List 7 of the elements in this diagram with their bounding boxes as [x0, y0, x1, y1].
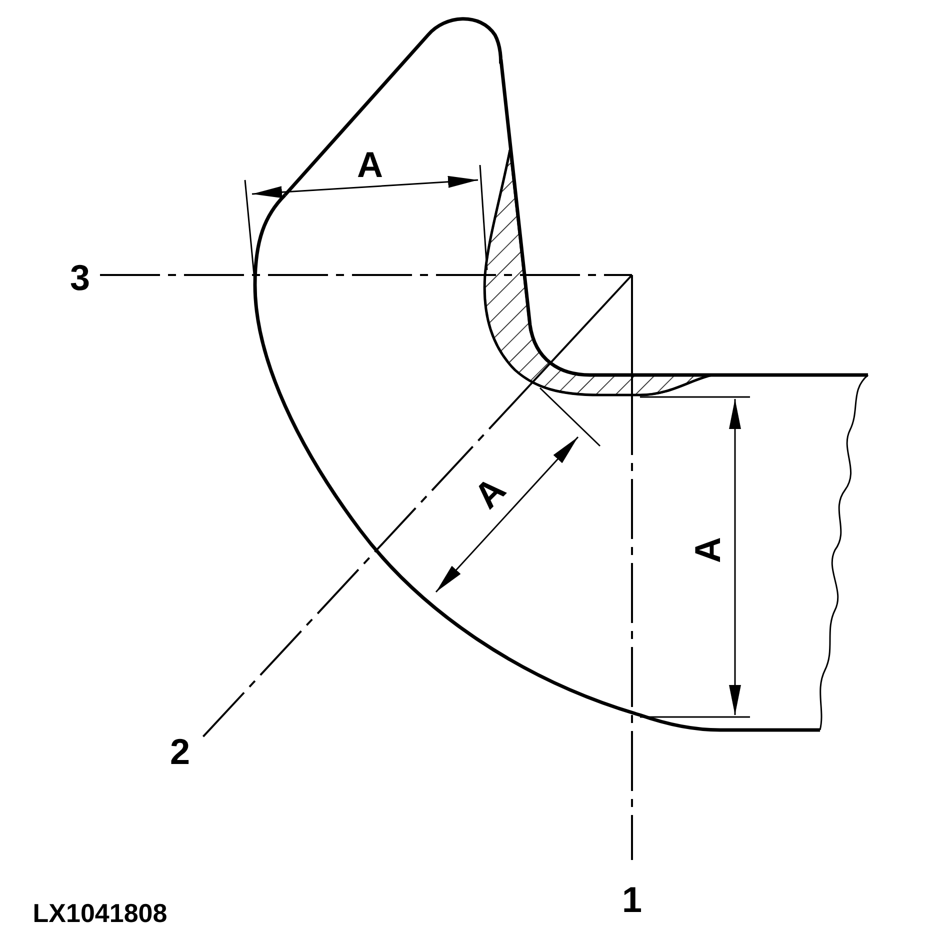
callout-number: 3: [70, 260, 90, 296]
callout-number: 2: [170, 734, 190, 770]
dimension-label: A: [690, 537, 726, 563]
dimension-label: A: [357, 147, 383, 183]
callout-number: 1: [622, 882, 642, 918]
figure-code: LX1041808: [32, 900, 168, 926]
dimension-label: A: [468, 471, 512, 515]
